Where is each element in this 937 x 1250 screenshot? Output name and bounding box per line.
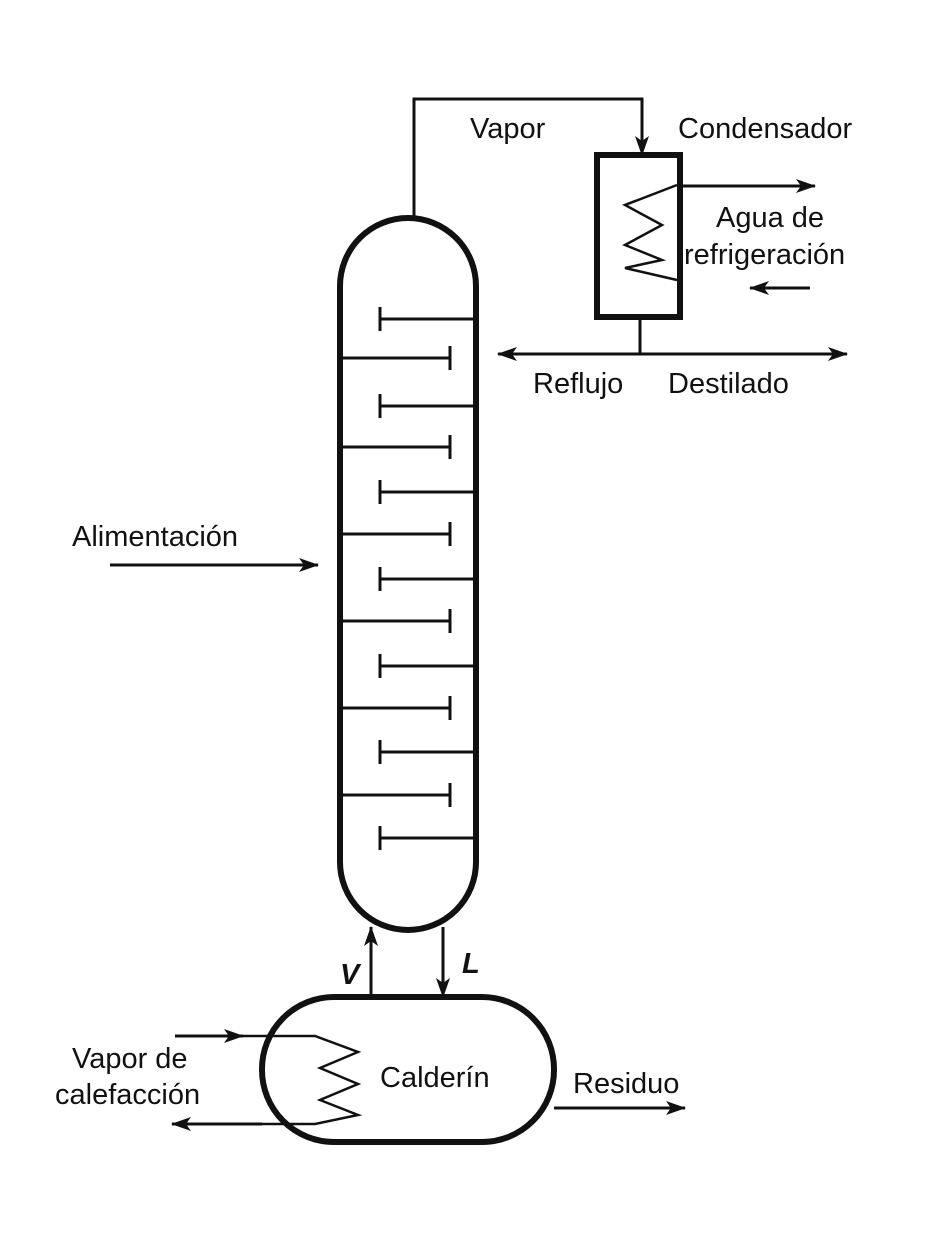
distillation-column [337,215,479,933]
tray [378,654,473,678]
label-vapor: Vapor [470,113,546,145]
label-l: L [462,948,480,980]
label-refrigeracion: refrigeración [684,239,845,271]
label-condensador: Condensador [678,113,852,145]
label-reflujo: Reflujo [533,368,623,400]
tray [343,346,452,370]
label-agua-de: Agua de [716,202,824,234]
tray [343,696,452,720]
label-vapor-de: Vapor de [72,1043,188,1075]
tray [343,435,452,459]
tray [343,783,452,807]
label-residuo: Residuo [573,1068,679,1100]
label-alimentacion: Alimentación [72,521,238,553]
condenser-coil [622,183,678,282]
tray [378,394,473,418]
reboiler [259,994,557,1145]
reboiler-coil [243,1034,363,1126]
tray [378,826,473,850]
label-calefaccion: calefacción [55,1079,200,1111]
tray [378,480,473,504]
column-trays [343,307,473,850]
label-v: V [340,959,362,991]
tray [378,307,473,331]
tray [378,740,473,764]
tray [378,567,473,591]
label-calderin: Calderín [380,1062,490,1094]
label-destilado: Destilado [668,368,789,400]
vapor-line [412,97,649,218]
condenser [594,152,683,320]
tray [343,609,452,633]
tray [343,522,452,546]
